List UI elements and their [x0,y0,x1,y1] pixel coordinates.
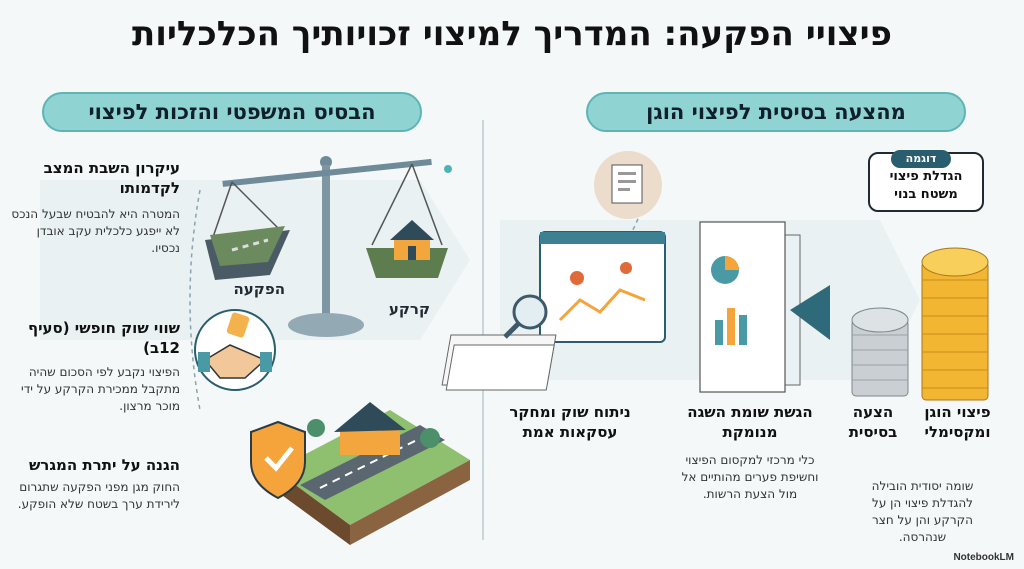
step-appraisal: הגשת שומת השגה מנומקת כלי מרכזי למקסום ה… [680,402,820,503]
left-item-2-heading: שווי שוק חופשי (סעיף 12ב) [27,319,180,357]
left-item-3-heading: הגנה על יתרת המגרש [28,456,180,474]
land-parcel-icon [275,402,470,545]
left-item-3-body: החוק מגן מפני הפקעה שתגרום לירידת ערך בש… [17,480,180,511]
left-item-1: עיקרון השבת המצב לקדמותו המטרה היא להבטי… [10,158,180,257]
step-basic-offer: הצעה בסיסית [838,402,908,442]
step-appraisal-body: כלי מרכזי למקסום הפיצוי וחשיפת פערים מהו… [681,453,819,501]
step-market-analysis: ניתוח שוק ומחקר עסקאות אמת [505,402,635,442]
scale-label-left: הפקעה [233,280,285,298]
page-title: פיצויי הפקעה: המדריך למיצוי זכויותיך הכל… [132,14,892,54]
market-analysis-icon [441,231,666,391]
step-market-analysis-heading: ניתוח שוק ומחקר עסקאות אמת [509,403,631,441]
scale-icon [205,156,448,337]
step-fair-compensation: פיצוי הוגן ומקסימלי [915,402,1000,442]
appraisal-report-icon [699,221,830,393]
step-fair-compensation-heading: פיצוי הוגן ומקסימלי [924,403,991,441]
step-fair-compensation-body: שומה יסודית הובילה להגדלת פיצוי הן על הק… [871,479,974,544]
left-item-2: שווי שוק חופשי (סעיף 12ב) הפיצוי נקבע לפ… [10,318,180,415]
left-item-1-heading: עיקרון השבת המצב לקדמותו [43,159,180,197]
bullet-dot [444,165,452,173]
step-appraisal-heading: הגשת שומת השגה מנומקת [687,403,813,441]
left-item-3: הגנה על יתרת המגרש החוק מגן מפני הפקעה ש… [10,455,180,513]
left-item-2-body: הפיצוי נקבע לפי הסכום שהיה מתקבל ממכירת … [21,365,180,413]
documents-icon [594,151,662,219]
step-basic-offer-heading: הצעה בסיסית [848,403,898,441]
shield-icon [250,420,306,500]
right-section-header: מהצעה בסיסית לפיצוי הוגן [586,92,966,132]
handshake-icon [194,309,276,391]
scale-label-right: קרקע [388,300,430,318]
example-text: הגדלת פיצוי משטח בנוי [889,169,963,202]
left-item-1-body: המטרה היא להבטיח שבעל הנכס לא ייפגע כלכל… [11,207,180,255]
section-divider [482,120,484,540]
left-section-header: הבסיס המשפטי והזכות לפיצוי [42,92,422,132]
coin-stacks-icon [851,247,989,401]
example-badge: דוגמה [891,150,951,168]
notebooklm-logo: NotebookLM [953,552,1014,563]
